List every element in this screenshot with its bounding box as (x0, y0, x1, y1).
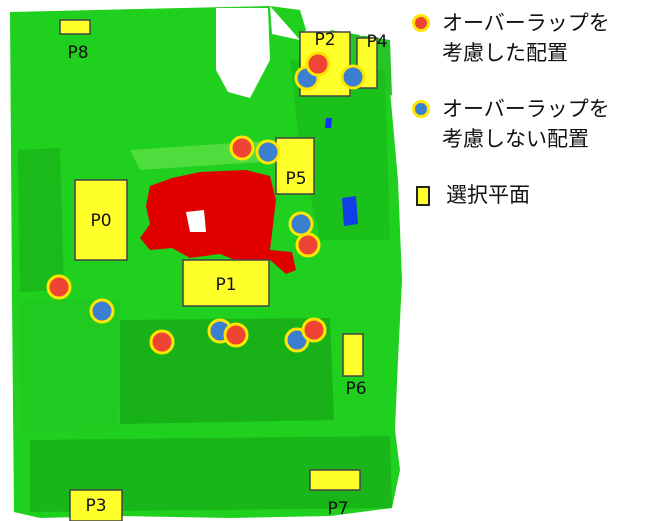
overlap-placement-point (229, 135, 255, 161)
plane-p5: P5 (275, 137, 315, 195)
plane-p6-label: P6 (345, 379, 366, 399)
legend-label-overlap: オーバーラップを 考慮した配置 (442, 11, 610, 65)
plane-p6: P6 (342, 333, 367, 399)
no-overlap-placement-point (340, 64, 366, 90)
overlap-placement-point (301, 317, 327, 343)
plane-p1: P1 (182, 259, 270, 307)
legend-label-plane: 選択平面 (446, 183, 530, 207)
yellow-rectangle-icon (416, 186, 430, 206)
plane-p7: P7 (309, 469, 361, 519)
plane-p0-label: P0 (90, 211, 111, 231)
plane-p3: P3 (69, 489, 123, 521)
overlap-placement-point (46, 274, 72, 300)
plane-p0: P0 (74, 179, 128, 261)
legend-item-no-overlap: オーバーラップを 考慮しない配置 (412, 94, 642, 154)
plane-p4-label: P4 (366, 32, 387, 52)
legend-item-plane: 選択平面 (412, 180, 646, 210)
overlap-placement-point (305, 51, 331, 77)
legend-item-overlap: オーバーラップを 考慮した配置 (412, 8, 642, 68)
plane-p3-label: P3 (85, 496, 106, 516)
blue-circle-icon (412, 100, 430, 118)
no-overlap-placement-point (89, 298, 115, 324)
plane-p8: P8 (59, 19, 91, 63)
no-overlap-placement-point (288, 211, 314, 237)
red-circle-icon (412, 14, 430, 32)
no-overlap-placement-point (255, 139, 281, 165)
overlap-placement-point (149, 329, 175, 355)
red-region (140, 170, 296, 274)
plane-p8-label: P8 (67, 43, 88, 63)
legend-label-no-overlap: オーバーラップを 考慮しない配置 (442, 97, 610, 151)
plane-p7-label: P7 (327, 499, 348, 519)
points-layer (46, 51, 366, 355)
plane-p4: P4 (356, 32, 388, 89)
plane-p2-label: P2 (314, 30, 335, 50)
red-region-hole (186, 210, 206, 232)
overlap-placement-point (295, 232, 321, 258)
overlap-placement-point (223, 322, 249, 348)
plane-p5-label: P5 (285, 169, 306, 189)
plane-p1-label: P1 (215, 275, 236, 295)
